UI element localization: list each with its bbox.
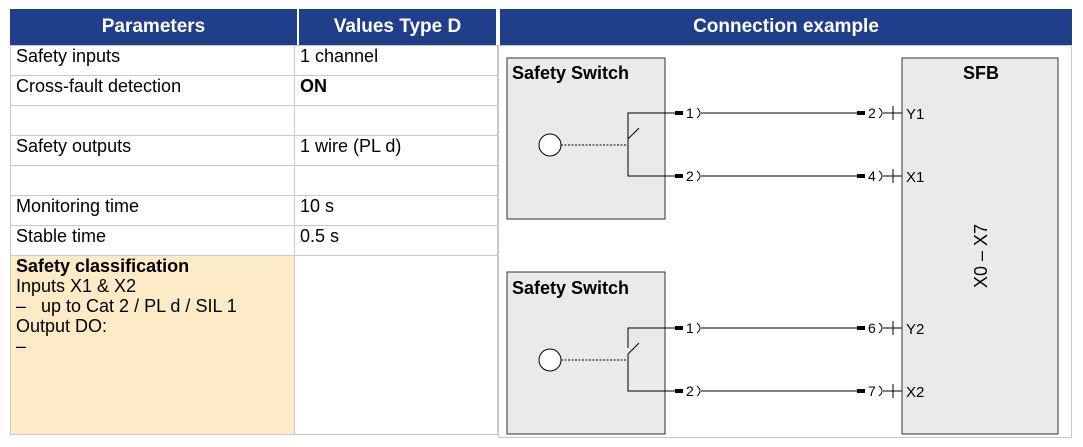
switch-1-contact: [538, 112, 678, 177]
sfb-terminal-x1: X1: [906, 169, 924, 186]
header-connection-label: Connection example: [693, 16, 879, 37]
param-cell: [10, 105, 295, 136]
safety-switch-2-label: Safety Switch: [512, 278, 629, 298]
s1-pin-a: 1: [686, 105, 694, 121]
classification-output: Output DO:: [16, 316, 108, 336]
sfb-terminal-y1: Y1: [906, 106, 924, 123]
header-connection: Connection example: [500, 9, 1072, 45]
value-cell: [294, 165, 498, 196]
value-cell: 1 wire (PL d): [294, 135, 498, 166]
param-cell: [10, 165, 295, 196]
value-cell: ON: [294, 75, 498, 106]
table-row: Safety outputs 1 wire (PL d): [10, 135, 498, 166]
param-cell: Stable time: [10, 225, 295, 256]
sfb-pin-x2-num: 7: [868, 383, 876, 399]
header-values: Values Type D: [299, 9, 496, 45]
table-row: Safety classification Inputs X1 & X2 – u…: [10, 255, 498, 435]
sfb-label: SFB: [963, 63, 999, 83]
param-cell: Cross-fault detection: [10, 75, 295, 106]
table-row: Cross-fault detection ON: [10, 75, 498, 106]
connection-example-panel: Safety Switch Safety Switch SFB X0 – X7: [498, 45, 1072, 438]
header-values-label: Values Type D: [333, 16, 462, 37]
sfb-pin-y1-num: 2: [868, 105, 876, 121]
classification-title: Safety classification: [16, 256, 190, 276]
table-row: [10, 165, 498, 196]
safety-switch-1-box: [506, 57, 666, 220]
sfb-pin-y2-num: 6: [868, 320, 876, 336]
classification-inputs-detail: – up to Cat 2 / PL d / SIL 1: [16, 296, 237, 316]
value-cell: [294, 255, 498, 435]
param-cell: Safety outputs: [10, 135, 295, 166]
s1-pin-b: 2: [686, 168, 694, 184]
sfb-terminal-y2: Y2: [906, 321, 924, 338]
table-row: [10, 105, 498, 136]
header-parameters-label: Parameters: [101, 16, 206, 37]
s2-pin-a: 1: [686, 320, 694, 336]
wires: [675, 106, 902, 398]
parameters-table: Safety inputs 1 channel Cross-fault dete…: [10, 45, 498, 435]
safety-switch-2-box: [506, 271, 666, 435]
sfb-range-label: X0 – X7: [971, 224, 991, 288]
safety-classification-cell: Safety classification Inputs X1 & X2 – u…: [10, 255, 295, 435]
value-cell: [294, 105, 498, 136]
table-row: Monitoring time 10 s: [10, 195, 498, 226]
switch-2-contact: [538, 327, 678, 392]
param-cell: Safety inputs: [10, 45, 295, 76]
table-row: Stable time 0.5 s: [10, 225, 498, 256]
classification-inputs: Inputs X1 & X2: [16, 276, 137, 296]
sfb-box: [901, 57, 1059, 435]
s2-pin-b: 2: [686, 383, 694, 399]
header-parameters: Parameters: [10, 9, 297, 45]
sfb-pin-x1-num: 4: [868, 168, 876, 184]
sfb-terminal-x2: X2: [906, 384, 924, 401]
classification-output-detail: –: [16, 336, 27, 356]
safety-switch-1-label: Safety Switch: [512, 63, 629, 83]
value-cell: 0.5 s: [294, 225, 498, 256]
connection-diagram: Safety Switch Safety Switch SFB X0 – X7: [506, 57, 1059, 435]
value-cell: 1 channel: [294, 45, 498, 76]
table-row: Safety inputs 1 channel: [10, 45, 498, 76]
value-cell: 10 s: [294, 195, 498, 226]
param-cell: Monitoring time: [10, 195, 295, 226]
